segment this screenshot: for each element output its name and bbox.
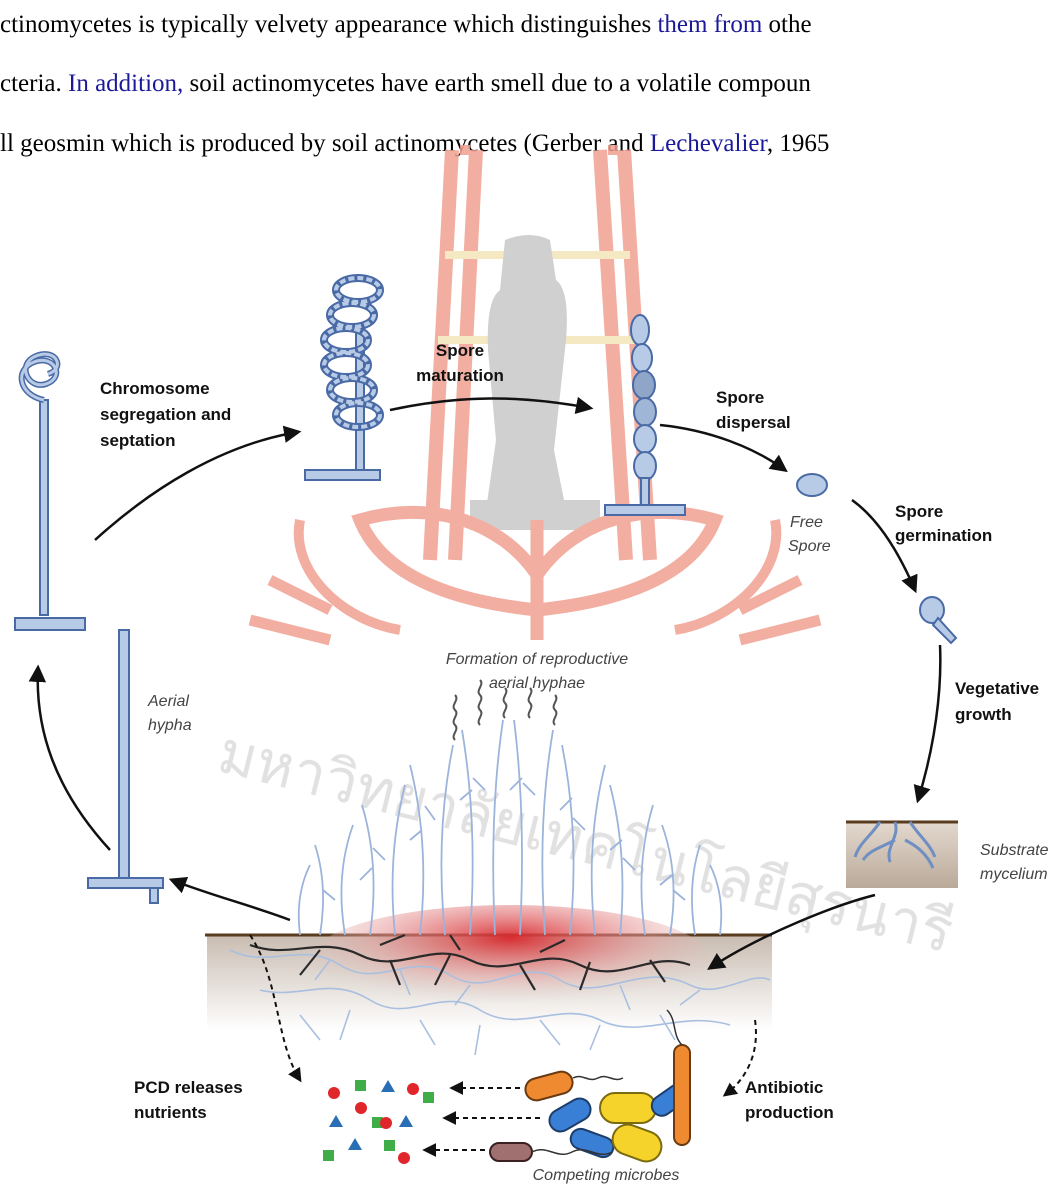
- label-chromosome-3: septation: [100, 431, 176, 450]
- arrow-to-substrate: [918, 645, 940, 800]
- label-free-spore-2: Spore: [788, 538, 831, 555]
- label-formation-1: Formation of reproductive: [446, 651, 628, 668]
- arrow-to-spiral: [38, 668, 110, 850]
- label-aerial-hypha-2: hypha: [148, 717, 192, 734]
- nutrient-particles: [323, 1080, 434, 1164]
- label-spore-maturation-1: Spore: [436, 341, 484, 360]
- label-spore-germination-1: Spore: [895, 502, 943, 521]
- septated-coil-stage: [305, 278, 380, 480]
- label-vegetative-growth-1: Vegetative: [955, 679, 1039, 698]
- free-spore: [797, 474, 827, 496]
- filamentous-microbe: [667, 1010, 690, 1145]
- watermark-leaf-icon: [250, 512, 820, 640]
- spiral-hypha-stage: [15, 354, 85, 630]
- label-antibiotic-1: Antibiotic: [745, 1078, 823, 1097]
- label-spore-dispersal-2: dispersal: [716, 413, 791, 432]
- label-aerial-hypha-1: Aerial: [147, 693, 189, 710]
- label-chromosome-2: segregation and: [100, 405, 231, 424]
- germinating-spore: [920, 597, 956, 643]
- arrow-to-aerial-hypha: [172, 880, 290, 920]
- label-formation-2: aerial hyphae: [489, 675, 585, 692]
- label-substrate-mycelium-1: Substrate: [980, 842, 1049, 859]
- label-spore-dispersal-1: Spore: [716, 388, 764, 407]
- substrate-mycelium-box: [846, 822, 958, 888]
- label-spore-germination-2: germination: [895, 526, 992, 545]
- label-spore-maturation-2: maturation: [416, 366, 504, 385]
- aerial-hypha-stage: [88, 630, 163, 903]
- label-free-spore-1: Free: [790, 514, 823, 531]
- label-pcd-2: nutrients: [134, 1103, 207, 1122]
- label-substrate-mycelium-2: mycelium: [980, 866, 1048, 883]
- label-chromosome-1: Chromosome: [100, 379, 210, 398]
- label-pcd-1: PCD releases: [134, 1078, 243, 1097]
- label-antibiotic-2: production: [745, 1103, 834, 1122]
- label-competing-microbes: Competing microbes: [533, 1167, 680, 1184]
- label-vegetative-growth-2: growth: [955, 705, 1012, 724]
- arrow-to-spore-chain: [390, 398, 590, 410]
- competing-microbes: [490, 1010, 692, 1166]
